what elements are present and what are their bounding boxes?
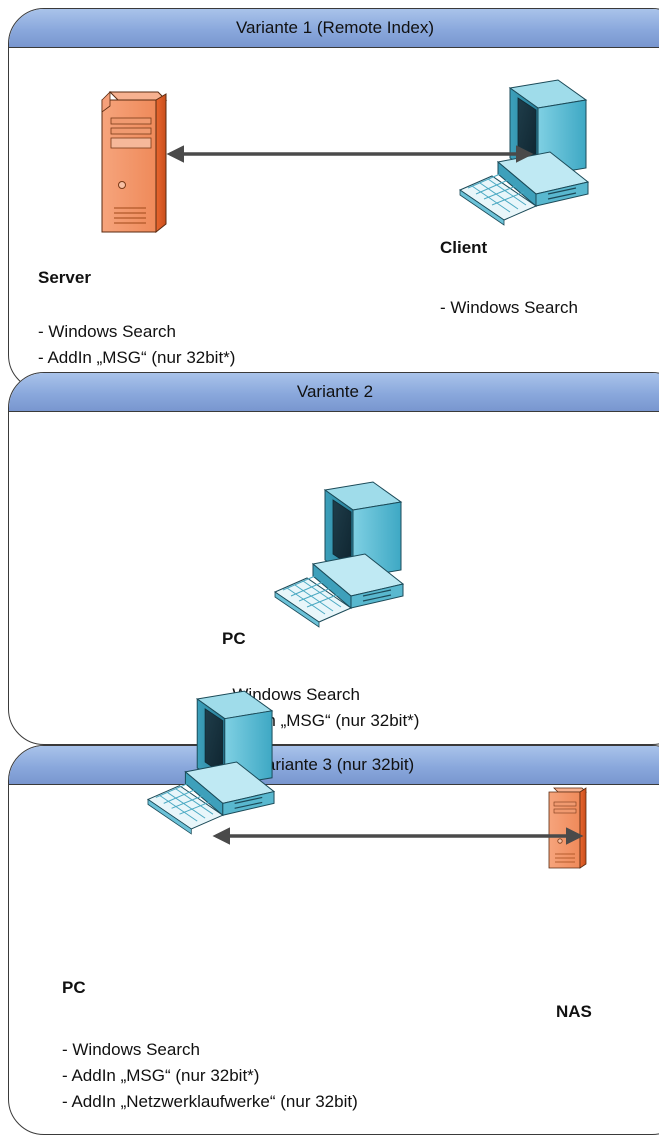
variant-2-header: Variante 2 [9, 373, 659, 412]
variant-2-title: Variante 2 [296, 382, 374, 401]
nas-label: NAS [556, 1002, 592, 1021]
pc-label: PC [222, 629, 246, 648]
server-icon [101, 91, 168, 234]
variant-3-title: Variante 3 (nur 32bit) [255, 755, 415, 774]
pc-icon [273, 481, 405, 628]
pc-label: PC [62, 978, 86, 997]
pc-icon [458, 79, 590, 226]
pc-feature-addin-msg: - AddIn „MSG“ (nur 32bit*) [62, 1066, 260, 1085]
server-label: Server [38, 268, 91, 287]
pc-icon [146, 690, 276, 835]
client-label: Client [440, 238, 488, 257]
variant-1-header: Variante 1 (Remote Index) [9, 9, 659, 48]
bidirectional-arrow-icon [166, 145, 534, 163]
server-feature-windows-search: - Windows Search [38, 322, 176, 341]
server-feature-addin-msg: - AddIn „MSG“ (nur 32bit*) [38, 348, 236, 367]
client-feature-windows-search: - Windows Search [440, 298, 578, 317]
bidirectional-arrow-icon [212, 827, 584, 845]
pc-feature-windows-search: - Windows Search [62, 1040, 200, 1059]
variant-3-header: Variante 3 (nur 32bit) [9, 746, 659, 785]
variant-1-title: Variante 1 (Remote Index) [235, 18, 435, 37]
pc-feature-addin-netzwerklaufwerke: - AddIn „Netzwerklaufwerke“ (nur 32bit) [62, 1092, 358, 1111]
